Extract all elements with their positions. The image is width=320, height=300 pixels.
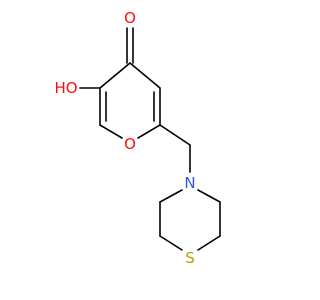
bond-c4-c5 [129, 62, 161, 89]
bond-c4-c3 [99, 62, 131, 89]
atom-sulfur: S [185, 249, 195, 267]
bond-n-c-left [159, 189, 183, 203]
bond-n-c-right [197, 189, 221, 203]
atom-ring-oxygen: O [124, 135, 136, 153]
bond-c6-o1 [137, 124, 161, 139]
atom-nitrogen: N [184, 174, 195, 192]
molecule-structure-diagram: O HO O N S [54, 9, 221, 267]
bond-c6-ch2 [159, 124, 191, 146]
bond-c-right-lower-s [197, 235, 221, 251]
bond-o1-c2 [99, 124, 123, 139]
atom-carbonyl-oxygen: O [124, 9, 136, 27]
bond-c-left-lower-s [159, 235, 183, 251]
atom-hydroxyl: HO [54, 79, 77, 97]
